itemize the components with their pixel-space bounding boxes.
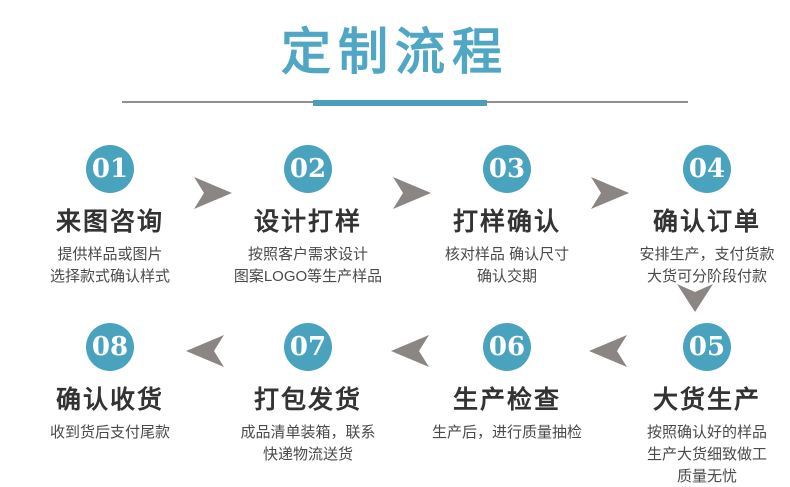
step-number-badge: 01 bbox=[86, 145, 134, 193]
arrow-right-icon bbox=[393, 177, 431, 209]
step-title: 设计打样 bbox=[253, 208, 362, 236]
step-desc: 成品清单装箱，联系 快递物流送货 bbox=[210, 422, 406, 466]
step-title: 打包发货 bbox=[253, 386, 362, 414]
step-desc: 收到货后支付尾款 bbox=[12, 422, 208, 444]
step-desc-line: 成品清单装箱，联系 bbox=[240, 424, 376, 441]
step-card-01: 01 来图咨询 提供样品或图片 选择款式确认样式 bbox=[12, 145, 208, 288]
step-card-02: 02 设计打样 按照客户需求设计 图案LOGO等生产样品 bbox=[210, 145, 406, 288]
step-card-07: 07 打包发货 成品清单装箱，联系 快递物流送货 bbox=[210, 323, 406, 466]
step-desc-line: 图案LOGO等生产样品 bbox=[233, 268, 383, 285]
step-desc: 生产后，进行质量抽检 bbox=[409, 422, 605, 444]
step-number-badge: 04 bbox=[683, 145, 731, 193]
step-card-03: 03 打样确认 核对样品 确认尺寸 确认交期 bbox=[409, 145, 605, 288]
step-desc-line: 快递物流送货 bbox=[262, 446, 353, 463]
step-title: 大货生产 bbox=[652, 386, 761, 414]
step-number-badge: 02 bbox=[284, 145, 332, 193]
step-number-badge: 07 bbox=[284, 323, 332, 371]
step-title: 打样确认 bbox=[452, 208, 561, 236]
step-desc: 按照客户需求设计 图案LOGO等生产样品 bbox=[210, 244, 406, 288]
step-title: 来图咨询 bbox=[55, 208, 164, 236]
step-desc-line: 按照确认好的样品 bbox=[646, 424, 767, 441]
step-desc: 核对样品 确认尺寸 确认交期 bbox=[409, 244, 605, 288]
step-title: 确认收货 bbox=[55, 386, 164, 414]
step-desc-line: 收到货后支付尾款 bbox=[49, 424, 170, 441]
arrow-right-icon bbox=[591, 177, 629, 209]
step-desc-line: 大货可分阶段付款 bbox=[646, 268, 767, 285]
step-number-badge: 03 bbox=[483, 145, 531, 193]
step-desc-line: 生产后，进行质量抽检 bbox=[431, 424, 582, 441]
step-card-06: 06 生产检查 生产后，进行质量抽检 bbox=[409, 323, 605, 444]
step-desc-line: 按照客户需求设计 bbox=[247, 246, 368, 263]
arrow-down-icon bbox=[677, 284, 713, 312]
step-desc: 安排生产，支付货款 大货可分阶段付款 bbox=[609, 244, 790, 288]
step-card-04: 04 确认订单 安排生产，支付货款 大货可分阶段付款 bbox=[609, 145, 790, 288]
title-divider-accent bbox=[313, 100, 487, 106]
page-title: 定制流程 bbox=[281, 24, 509, 80]
arrow-left-icon bbox=[391, 335, 429, 367]
arrow-right-icon bbox=[194, 177, 232, 209]
step-desc-line: 提供样品或图片 bbox=[57, 246, 163, 263]
step-desc-line: 确认交期 bbox=[476, 268, 537, 285]
step-desc-line: 安排生产，支付货款 bbox=[639, 246, 775, 263]
step-desc-line: 生产大货细致做工 bbox=[646, 446, 767, 463]
arrow-left-icon bbox=[589, 335, 627, 367]
step-card-08: 08 确认收货 收到货后支付尾款 bbox=[12, 323, 208, 444]
step-title: 生产检查 bbox=[452, 386, 561, 414]
step-desc-line: 核对样品 确认尺寸 bbox=[444, 246, 570, 263]
step-number-badge: 08 bbox=[86, 323, 134, 371]
step-desc-line: 选择款式确认样式 bbox=[49, 268, 170, 285]
step-number-badge: 05 bbox=[683, 323, 731, 371]
step-desc-line: 质量无忧 bbox=[676, 468, 737, 485]
step-desc: 提供样品或图片 选择款式确认样式 bbox=[12, 244, 208, 288]
step-number-badge: 06 bbox=[483, 323, 531, 371]
step-title: 确认订单 bbox=[652, 208, 761, 236]
title-divider bbox=[122, 100, 688, 106]
step-desc: 按照确认好的样品 生产大货细致做工 质量无忧 bbox=[609, 422, 790, 487]
step-card-05: 05 大货生产 按照确认好的样品 生产大货细致做工 质量无忧 bbox=[609, 323, 790, 487]
arrow-left-icon bbox=[186, 335, 224, 367]
